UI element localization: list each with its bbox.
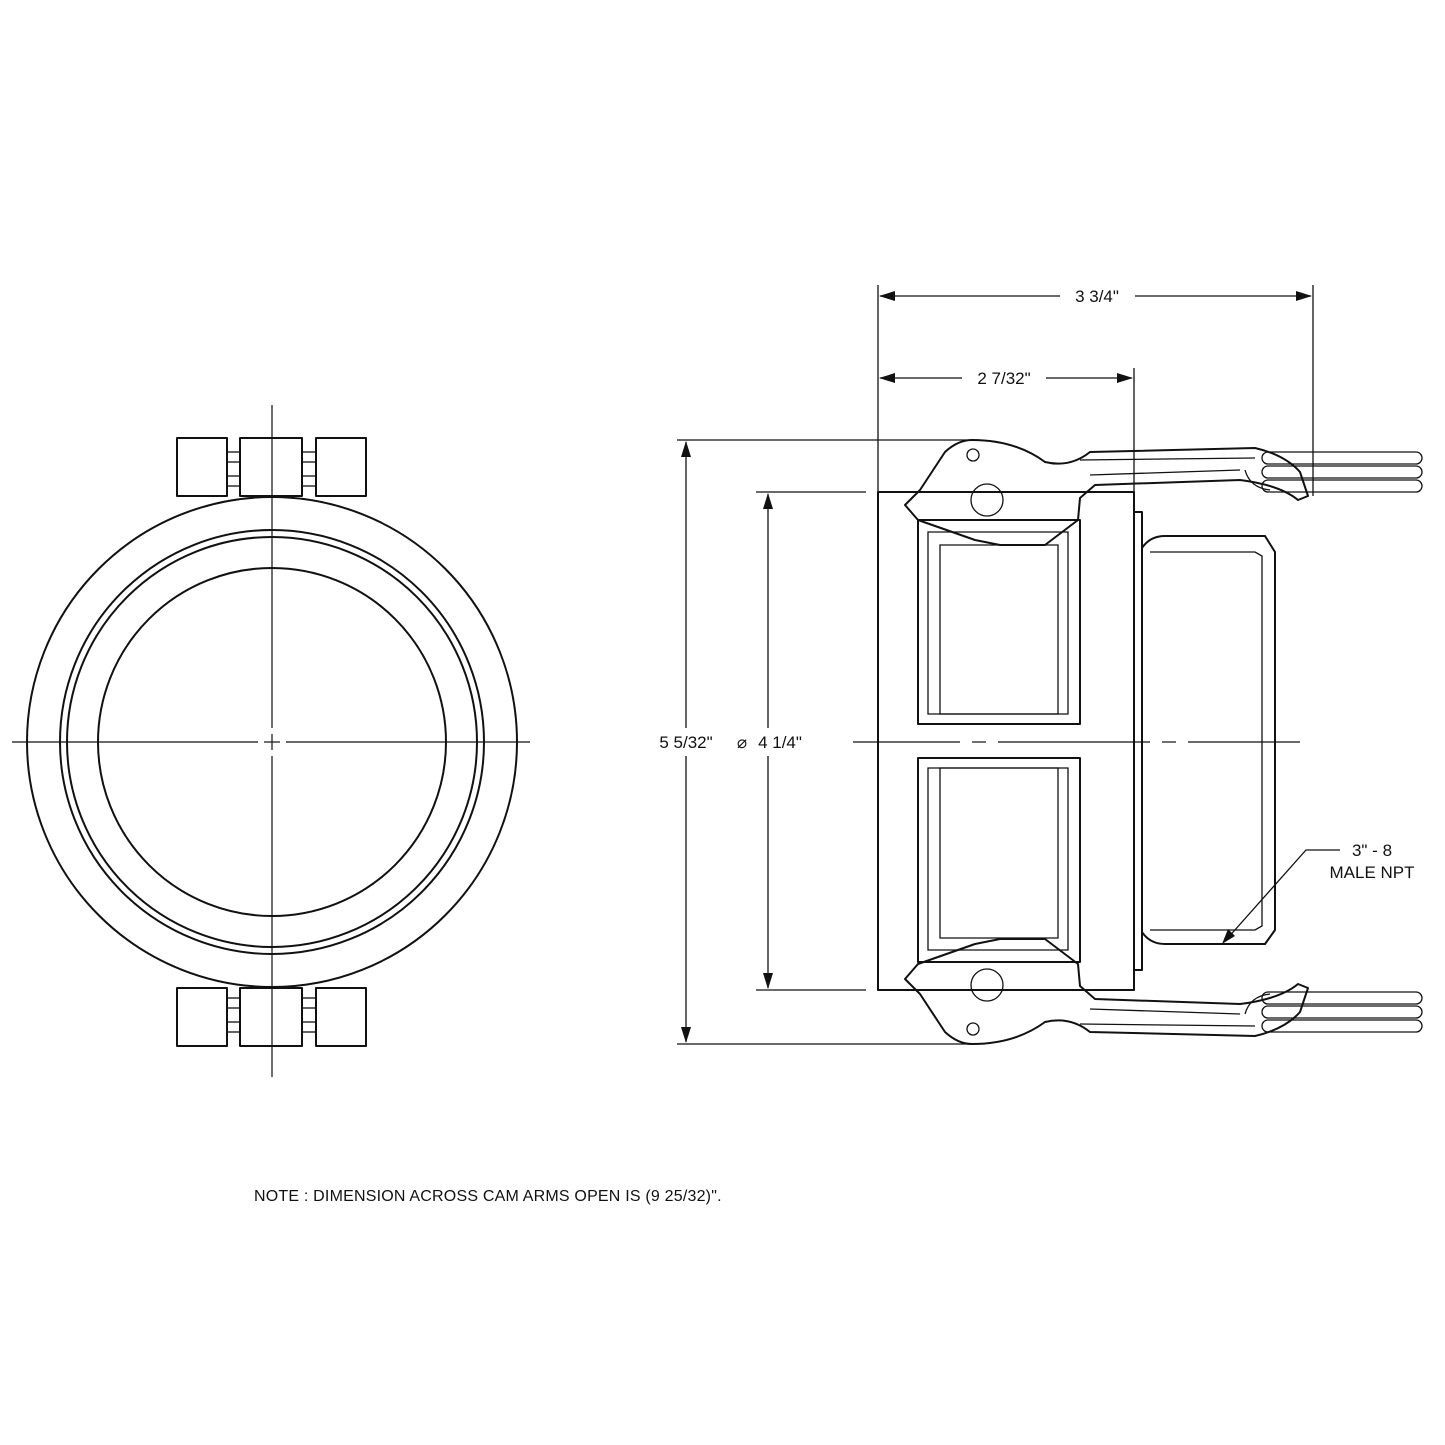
front-view-bottom-lugs: [176, 987, 367, 1047]
dimension-diameter: [763, 493, 773, 989]
front-view-centerlines: [12, 405, 530, 1077]
dimension-overall-length: [879, 291, 1312, 301]
thread-label-line1: 3" - 8: [1352, 841, 1392, 860]
body-length-label: 2 7/32": [977, 369, 1030, 388]
body-plate: [877, 491, 1135, 991]
diameter-label: 4 1/4": [758, 733, 802, 752]
thread-leader: [1222, 849, 1340, 944]
overall-height-label: 5 5/32": [659, 733, 712, 752]
cam-arm-bottom: [904, 938, 1423, 1045]
front-view: [12, 405, 530, 1077]
drawing-note: NOTE : DIMENSION ACROSS CAM ARMS OPEN IS…: [254, 1188, 722, 1205]
cam-arm-top: [904, 439, 1423, 546]
cam-slot-upper: [917, 519, 1081, 725]
dimension-body-length: [879, 373, 1133, 383]
thread-label-line2: MALE NPT: [1329, 863, 1414, 882]
cam-slot-lower: [917, 757, 1081, 963]
side-view: [677, 285, 1423, 1045]
overall-length-label: 3 3/4": [1075, 287, 1119, 306]
male-npt-end: [1133, 511, 1276, 971]
front-view-top-lugs: [176, 437, 367, 497]
extension-lines: [677, 285, 1314, 1045]
diameter-symbol: ⌀: [737, 733, 747, 752]
dimension-overall-height: [681, 441, 691, 1043]
